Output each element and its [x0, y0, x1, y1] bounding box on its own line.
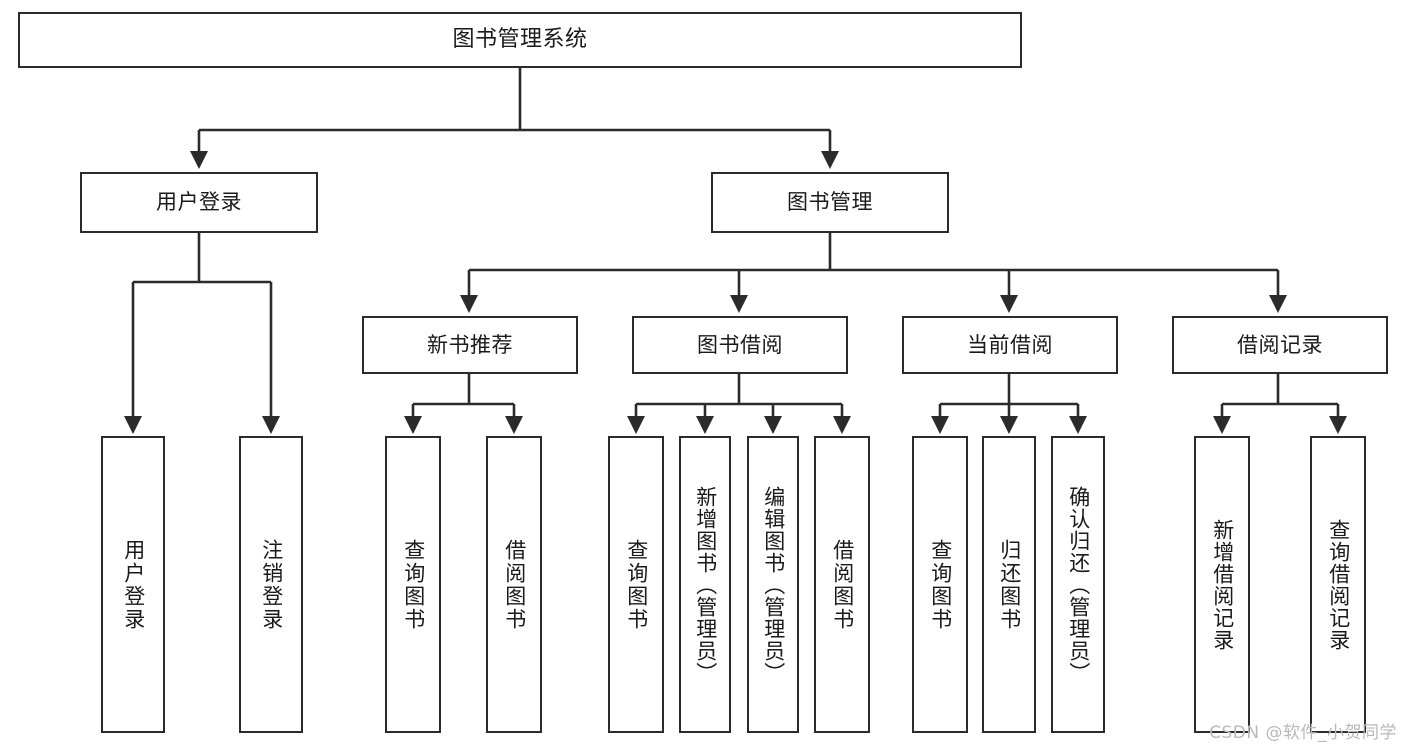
node-root[interactable]: 图书管理系统 — [18, 12, 1022, 68]
leaf-query-record-label: 查询借阅记录 — [1326, 518, 1351, 651]
node-current-borrow[interactable]: 当前借阅 — [902, 316, 1118, 374]
leaf-confirm-return[interactable]: 确认归还（管理员） — [1051, 436, 1105, 733]
leaf-query-book-2[interactable]: 查询图书 — [608, 436, 664, 733]
leaf-edit-book[interactable]: 编辑图书（管理员） — [747, 436, 799, 733]
leaf-query-book-1[interactable]: 查询图书 — [385, 436, 441, 733]
leaf-add-book[interactable]: 新增图书（管理员） — [679, 436, 731, 733]
leaf-borrow-book-1[interactable]: 借阅图书 — [486, 436, 542, 733]
node-current-borrow-label: 当前借阅 — [967, 332, 1053, 357]
node-book-management-label: 图书管理 — [787, 190, 873, 215]
node-book-borrow[interactable]: 图书借阅 — [632, 316, 848, 374]
node-borrow-record-label: 借阅记录 — [1237, 332, 1323, 357]
leaf-user-login-label: 用户登录 — [121, 538, 146, 631]
leaf-borrow-book-1-label: 借阅图书 — [502, 538, 527, 631]
leaf-query-book-3-label: 查询图书 — [928, 538, 953, 631]
leaf-logout-login-label: 注销登录 — [259, 538, 284, 631]
leaf-query-book-1-label: 查询图书 — [401, 538, 426, 631]
leaf-add-record[interactable]: 新增借阅记录 — [1194, 436, 1250, 733]
leaf-query-book-3[interactable]: 查询图书 — [912, 436, 968, 733]
leaf-confirm-return-label: 确认归还（管理员） — [1066, 485, 1091, 684]
node-user-login[interactable]: 用户登录 — [80, 172, 318, 233]
leaf-return-book[interactable]: 归还图书 — [982, 436, 1036, 733]
leaf-borrow-book-2[interactable]: 借阅图书 — [814, 436, 870, 733]
leaf-query-book-2-label: 查询图书 — [624, 538, 649, 631]
leaf-query-record[interactable]: 查询借阅记录 — [1310, 436, 1366, 733]
leaf-edit-book-label: 编辑图书（管理员） — [761, 485, 786, 684]
leaf-borrow-book-2-label: 借阅图书 — [830, 538, 855, 631]
node-user-login-label: 用户登录 — [156, 190, 242, 215]
node-new-book-recommend-label: 新书推荐 — [427, 332, 513, 357]
node-new-book-recommend[interactable]: 新书推荐 — [362, 316, 578, 374]
node-root-label: 图书管理系统 — [452, 27, 588, 53]
leaf-user-login[interactable]: 用户登录 — [101, 436, 165, 733]
leaf-return-book-label: 归还图书 — [997, 538, 1022, 631]
csdn-watermark: CSDN @软件_小贺同学 — [1209, 723, 1397, 743]
node-book-borrow-label: 图书借阅 — [697, 332, 783, 357]
leaf-add-book-label: 新增图书（管理员） — [693, 485, 718, 684]
node-borrow-record[interactable]: 借阅记录 — [1172, 316, 1388, 374]
node-book-management[interactable]: 图书管理 — [711, 172, 949, 233]
leaf-logout-login[interactable]: 注销登录 — [239, 436, 303, 733]
leaf-add-record-label: 新增借阅记录 — [1210, 518, 1235, 651]
